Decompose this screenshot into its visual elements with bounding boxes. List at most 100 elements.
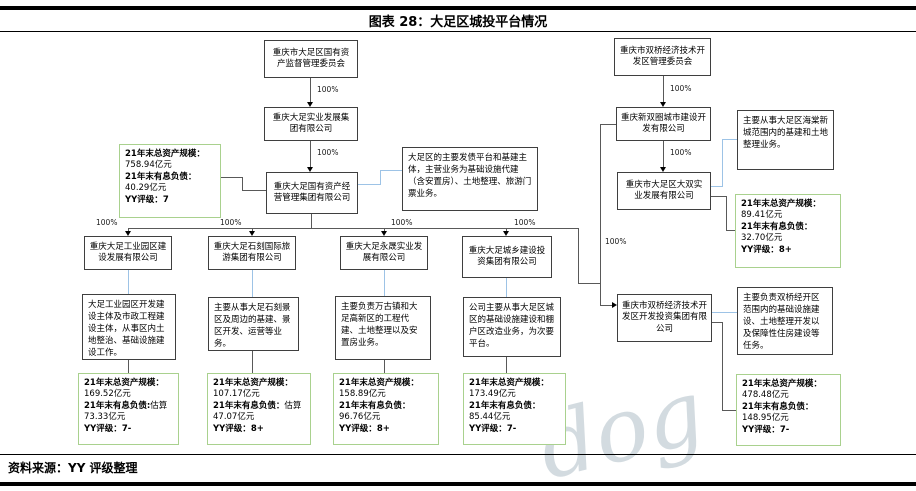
connector-line xyxy=(712,312,738,313)
stats-box-child-2: 21年末总资产规模：107.17亿元 21年末有息负债：估算47.07亿元 YY… xyxy=(207,373,311,445)
stat-label: YY评级： xyxy=(741,244,779,255)
stat-value: 7- xyxy=(779,424,790,435)
ownership-pct: 100% xyxy=(605,237,627,246)
connector-line xyxy=(358,184,381,185)
org-label: 重庆市双桥经济技术开发区管理委员会 xyxy=(619,45,705,67)
connector-line xyxy=(600,305,613,306)
arrow-down-icon xyxy=(381,231,387,236)
stats-box-child-4: 21年末总资产规模：173.49亿元 21年末有息负债：85.44亿元 YY评级… xyxy=(463,373,566,445)
stat-label: 21年末总资产规模： xyxy=(469,378,549,388)
stat-label: YY评级： xyxy=(742,424,780,435)
connector-line xyxy=(252,228,253,232)
ownership-pct: 100% xyxy=(670,148,692,157)
desc-box-child-2: 主要从事大足石刻景区及周边的基建、景区开发、运营等业务。 xyxy=(208,297,299,351)
stat-label: YY评级： xyxy=(469,423,507,434)
connector-line xyxy=(311,213,312,229)
stat-label: 21年末总资产规模： xyxy=(125,149,205,159)
connector-line xyxy=(380,170,402,171)
stat-value: 96.76亿元 xyxy=(339,412,381,423)
connector-line xyxy=(310,141,311,168)
desc-box-child-1: 大足工业园区开发建设主体及市政工程建设主体，从事区内土地整治、基础设施建设工作。 xyxy=(82,294,176,360)
note-text: 大足工业园区开发建设主体及市政工程建设主体，从事区内土地整治、基础设施建设工作。 xyxy=(88,300,165,359)
stat-value: 758.94亿元 xyxy=(125,160,172,171)
stat-value: 85.44亿元 xyxy=(469,412,511,423)
stat-row: 21年末有息负债：148.95亿元 xyxy=(742,402,835,425)
ownership-pct: 100% xyxy=(220,218,242,227)
ownership-pct: 100% xyxy=(317,85,339,94)
org-box-child-1: 重庆大足工业园区建设发展有限公司 xyxy=(84,236,172,270)
desc-box-child-4: 公司主要从事大足区城区的基础设施建设和棚户区改造业务，为次要平台。 xyxy=(463,297,561,357)
connector-line xyxy=(506,356,507,373)
connector-line xyxy=(384,270,385,296)
ownership-pct: 100% xyxy=(317,148,339,157)
stat-label: 21年末有息负债： xyxy=(213,400,285,411)
connector-line xyxy=(712,322,723,323)
connector-line xyxy=(722,410,737,411)
stat-value: 估算47.07亿元 xyxy=(213,400,302,423)
stat-label: YY评级： xyxy=(84,423,122,434)
stat-row: YY评级：7 xyxy=(125,195,215,206)
stat-label: 21年末有息负债： xyxy=(339,400,411,411)
stat-row: YY评级：8+ xyxy=(339,424,433,435)
stat-row: YY评级：8+ xyxy=(741,245,835,256)
stat-value: 7- xyxy=(506,423,517,434)
stat-value: 173.49亿元 xyxy=(469,389,516,400)
stat-label: YY评级： xyxy=(339,423,377,434)
note-text: 公司主要从事大足区城区的基础设施建设和棚户区改造业务，为次要平台。 xyxy=(469,303,555,350)
org-label: 重庆大足实业发展集团有限公司 xyxy=(272,112,350,134)
connector-line xyxy=(252,350,253,373)
org-label: 重庆大足工业园区建设发展有限公司 xyxy=(89,241,167,263)
stat-value: 107.17亿元 xyxy=(213,389,260,400)
arrow-down-icon xyxy=(125,231,131,236)
source-note: 资料来源：YY 评级整理 xyxy=(8,461,138,475)
connector-line xyxy=(722,139,723,187)
connector-line xyxy=(242,190,266,191)
stat-label: 21年末有息负债： xyxy=(741,221,813,232)
connector-line xyxy=(128,228,129,232)
org-label: 重庆市大足区国有资产监督管理委员会 xyxy=(272,47,350,69)
stat-row: 21年末总资产规模：758.94亿元 xyxy=(125,149,215,172)
title-rule xyxy=(0,31,916,32)
connector-line xyxy=(578,228,579,284)
stat-label: 21年末总资产规模： xyxy=(741,199,821,209)
stats-box-dashuang: 21年末总资产规模：89.41亿元 21年末有息负债：32.70亿元 YY评级：… xyxy=(735,194,841,268)
connector-line xyxy=(128,270,129,294)
arrow-down-icon xyxy=(307,167,313,172)
connector-line xyxy=(384,228,385,232)
stat-row: YY评级：8+ xyxy=(213,424,305,435)
connector-line xyxy=(726,196,727,231)
stat-row: 21年末总资产规模：478.48亿元 xyxy=(742,379,835,402)
stat-value: 估算73.33亿元 xyxy=(84,400,168,423)
org-label: 重庆新双圈城市建设开发有限公司 xyxy=(621,112,707,134)
connector-line xyxy=(663,76,664,102)
stat-value: 148.95亿元 xyxy=(742,413,789,424)
stat-label: 21年末总资产规模： xyxy=(213,378,293,388)
stat-value: 8+ xyxy=(778,244,792,255)
connector-line xyxy=(221,177,243,178)
arrow-down-icon xyxy=(307,102,313,107)
arrow-down-icon xyxy=(660,102,666,107)
connector-line xyxy=(506,228,507,232)
org-box-shuangqiao-devinvest-group: 重庆市双桥经济技术开发区开发投资集团有限公司 xyxy=(617,294,712,342)
stat-label: 21年末总资产规模： xyxy=(742,379,822,389)
connector-line xyxy=(506,278,507,297)
note-text: 大足区的主要发债平台和基建主体，主营业务为基础设施代建（含安置房）、土地整理、旅… xyxy=(408,153,532,200)
stat-value: 478.48亿元 xyxy=(742,390,789,401)
org-box-dazu-soa-group: 重庆大足国有资产经营管理集团有限公司 xyxy=(266,172,358,214)
stat-row: 21年末总资产规模：107.17亿元 xyxy=(213,378,305,401)
stat-value: 8+ xyxy=(376,423,390,434)
desc-box-child-3: 主要负责万古镇和大足高新区的工程代建、土地整理以及安置房业务。 xyxy=(335,296,431,360)
connector-line xyxy=(128,228,579,229)
note-box-dashuang: 主要从事大足区海棠新城范围内的基建和土地整理业务。 xyxy=(737,110,834,170)
footer-rule xyxy=(0,454,916,455)
stat-row: 21年末有息负债：85.44亿元 xyxy=(469,401,560,424)
stat-label: 21年末总资产规模： xyxy=(84,378,164,388)
connector-line xyxy=(726,230,736,231)
stat-row: 21年末有息负债：32.70亿元 xyxy=(741,222,835,245)
stat-label: 21年末有息负债： xyxy=(125,171,197,182)
stat-row: 21年末总资产规模：169.52亿元 xyxy=(84,378,173,401)
org-label: 重庆市双桥经济技术开发区开发投资集团有限公司 xyxy=(622,301,708,334)
stat-value: 40.29亿元 xyxy=(125,183,167,194)
ownership-pct: 100% xyxy=(96,218,118,227)
